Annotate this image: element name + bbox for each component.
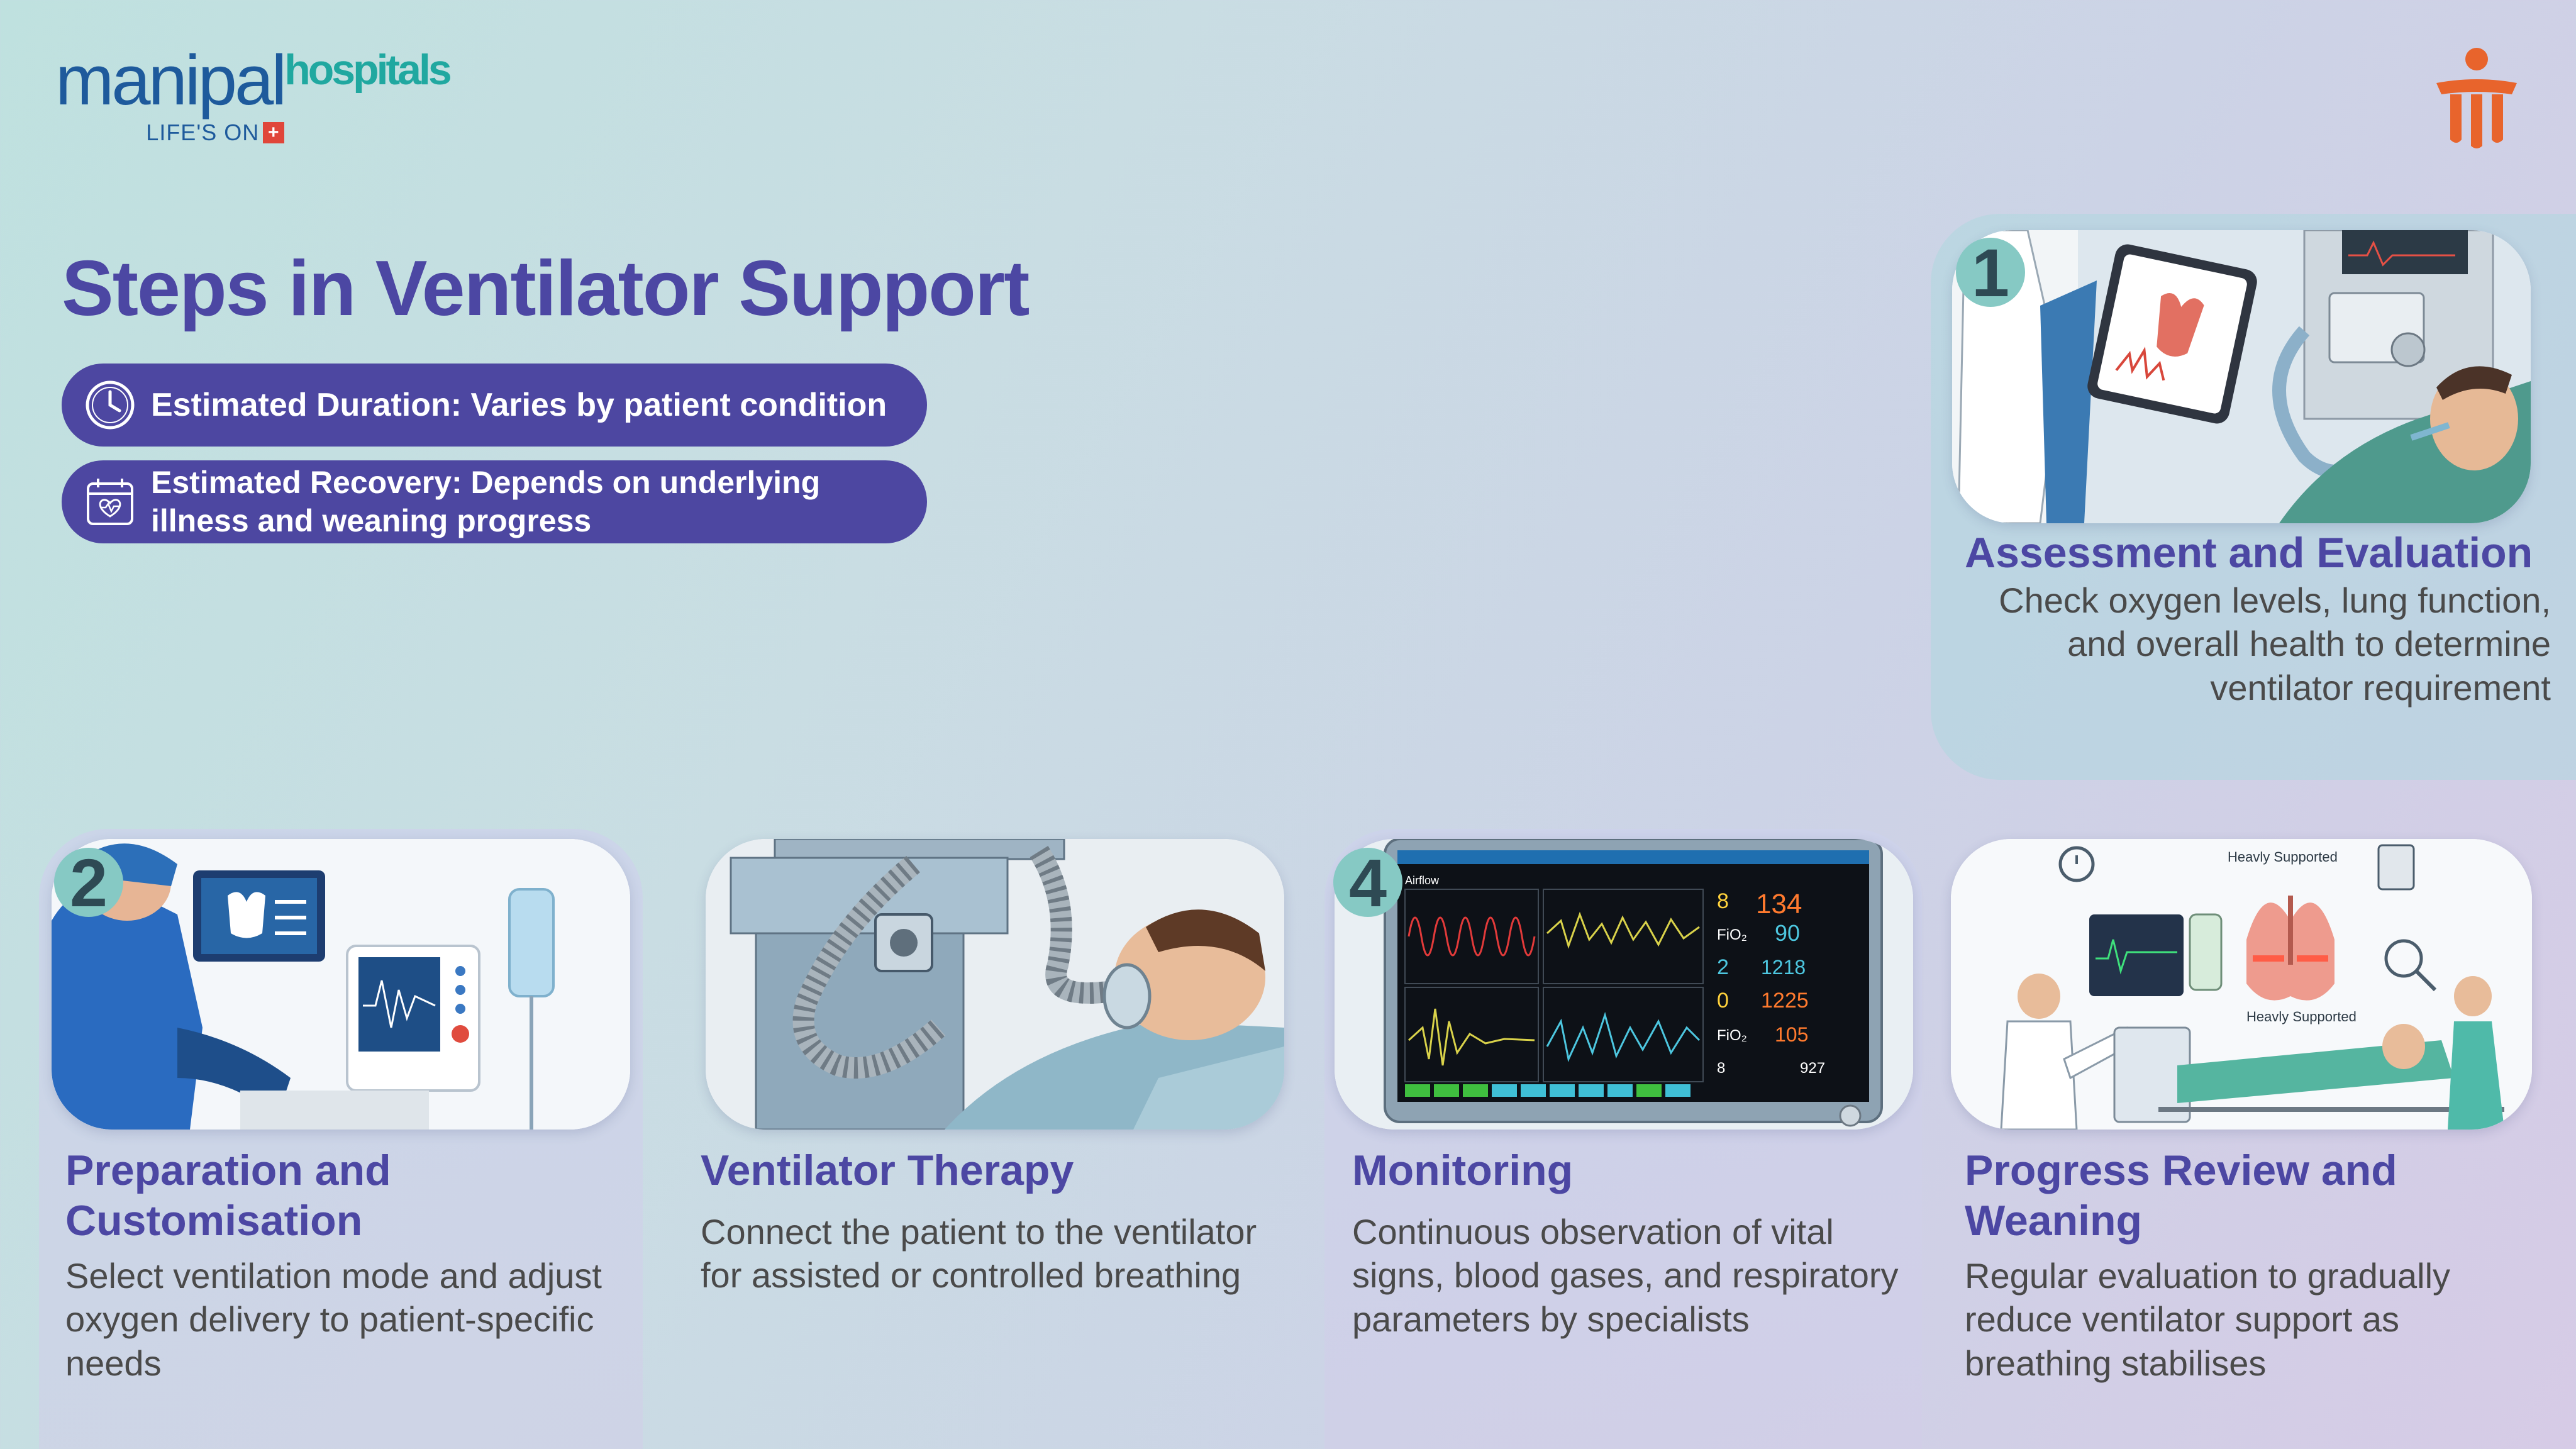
recovery-badge: Estimated Recovery: Depends on underlyin… xyxy=(62,460,927,543)
monitor-value-r6: 8 xyxy=(1717,1060,1725,1077)
step-1-description: Check oxygen levels, lung function, and … xyxy=(1999,580,2551,708)
monitor-title: Airflow xyxy=(1405,874,1440,887)
logo-part-hospitals: hospitals xyxy=(284,46,452,94)
weaning-illustration: Heavly Supported Heavly Supported xyxy=(1951,839,2532,1130)
step-4-heading: Monitoring xyxy=(1352,1146,1574,1194)
monitor-value-v3: 1218 xyxy=(1761,956,1806,979)
tagline-text: LIFE'S ON xyxy=(146,119,260,145)
ventilator-therapy-illustration xyxy=(706,839,1284,1130)
step-3-heading: Ventilator Therapy xyxy=(701,1146,1074,1194)
calendar-heart-icon xyxy=(87,479,133,525)
step-1-heading: Assessment and Evaluation xyxy=(1965,529,2533,577)
step-4-description: Continuous observation of vital signs, b… xyxy=(1352,1212,1899,1339)
monitor-value-v1: 134 xyxy=(1756,889,1802,919)
duration-text: Estimated Duration: Varies by patient co… xyxy=(151,387,887,423)
monitor-value-r4: 0 xyxy=(1717,989,1729,1013)
monitor-label-5: FiO₂ xyxy=(1717,1027,1747,1044)
step-5-heading: Progress Review and Weaning xyxy=(1965,1146,2397,1245)
logo-tagline: LIFE'S ON + xyxy=(146,119,285,146)
preparation-illustration xyxy=(52,839,630,1130)
monitor-value-v2: 90 xyxy=(1775,920,1800,946)
duration-badge: Estimated Duration: Varies by patient co… xyxy=(62,364,927,447)
logo-part-manipal: manipal xyxy=(55,41,287,119)
step-3-description: Connect the patient to the ventilator fo… xyxy=(701,1212,1257,1296)
weaning-top-label: Heavly Supported xyxy=(2228,849,2338,865)
page-title: Steps in Ventilator Support xyxy=(62,245,1030,332)
monitor-value-r3: 2 xyxy=(1717,955,1729,979)
weaning-mid-label: Heavly Supported xyxy=(2246,1009,2357,1024)
red-cross-icon: + xyxy=(263,122,285,143)
step-4-number: 4 xyxy=(1333,848,1402,918)
recovery-text: Estimated Recovery: Depends on underlyin… xyxy=(151,465,821,538)
monitor-value-v6: 927 xyxy=(1800,1060,1825,1077)
monitoring-illustration: Airflow 8 134 FiO₂ 90 2 1218 0 1225 FiO₂… xyxy=(1335,839,1913,1130)
step-2-heading: Preparation and Customisation xyxy=(65,1146,391,1245)
step-1-number: 1 xyxy=(1956,238,2025,308)
step-5-description: Regular evaluation to gradually reduce v… xyxy=(1965,1256,2451,1383)
monitor-value-v4: 1225 xyxy=(1761,989,1809,1013)
assessment-illustration xyxy=(1952,230,2531,523)
manipal-brand-mark-icon xyxy=(2436,48,2517,148)
monitor-label-2: FiO₂ xyxy=(1717,926,1747,943)
step-2-description: Select ventilation mode and adjust oxyge… xyxy=(65,1256,602,1383)
monitor-value-r1: 8 xyxy=(1717,889,1729,913)
monitor-value-v5: 105 xyxy=(1775,1023,1808,1046)
step-2-number: 2 xyxy=(54,848,123,918)
clock-icon xyxy=(86,380,135,430)
